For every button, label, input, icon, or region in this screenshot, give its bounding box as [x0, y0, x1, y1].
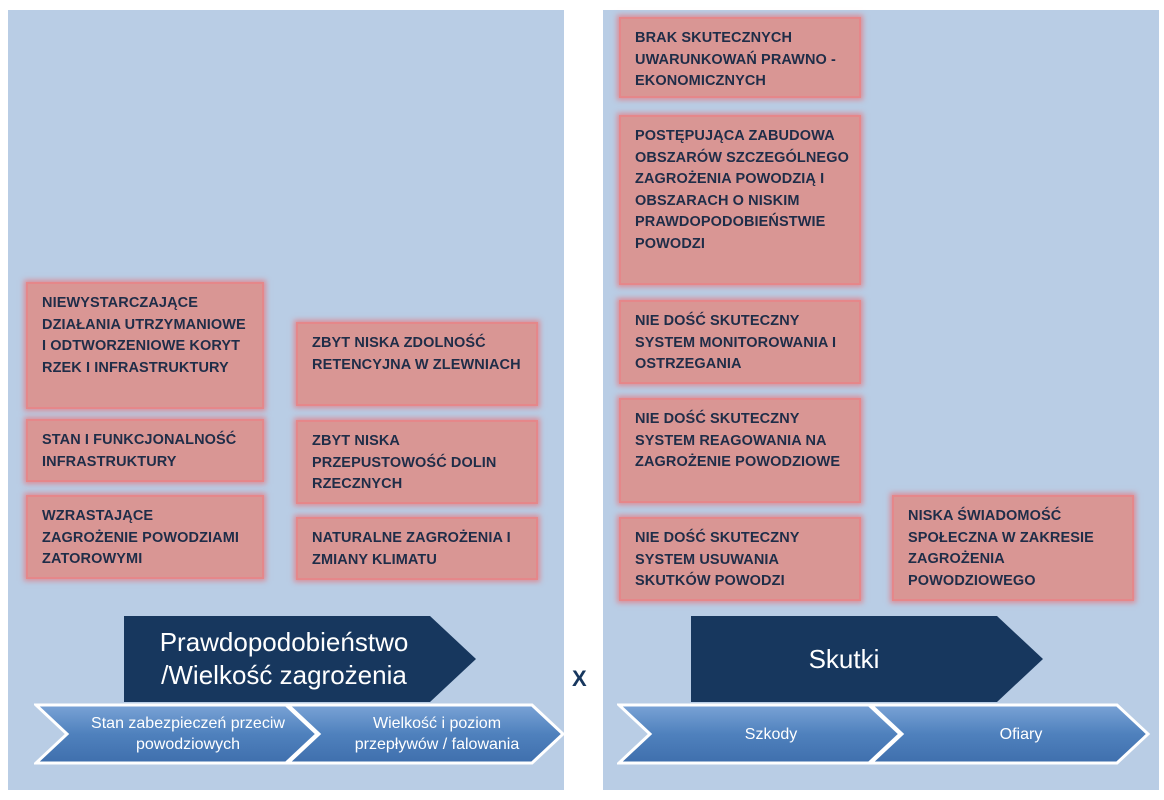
chevron-flood-protection: Stan zabezpieczeń przeciw powodziowych [34, 703, 320, 765]
chevron-flood-protection-label: Stan zabezpieczeń przeciw powodziowych [91, 715, 285, 753]
multiply-operator: X [572, 666, 587, 691]
cause-box-climate: NATURALNE ZAGROŻENIA I ZMIANY KLIMATU [296, 517, 538, 580]
chevron-damages-label: Szkody [744, 725, 798, 743]
chevron-shape [286, 703, 566, 765]
cause-box-valley-capacity: ZBYT NISKA PRZEPUSTOWOŚĆ DOLIN RZECZNYCH [296, 420, 538, 504]
cause-box-infrastructure: STAN I FUNKCJONALNOŚĆ INFRASTRUKTURY [26, 419, 264, 482]
probability-header-line2: /Wielkość zagrożenia [161, 660, 407, 690]
consequences-header-label: Skutki [808, 643, 880, 674]
cause-box-development: POSTĘPUJĄCA ZABUDOWA OBSZARÓW SZCZEGÓLNE… [619, 115, 861, 285]
chevron-flow-levels-label: Wielkość i poziom przepływów / falowania [354, 715, 520, 753]
cause-box-maintenance: NIEWYSTARCZAJĄCE DZIAŁANIA UTRZYMANIOWE … [26, 282, 264, 409]
chevron-victims-label: Ofiary [999, 725, 1043, 743]
cause-box-retention: ZBYT NISKA ZDOLNOŚĆ RETENCYJNA W ZLEWNIA… [296, 322, 538, 406]
chevron-flow-levels: Wielkość i poziom przepływów / falowania [286, 703, 566, 765]
cause-box-response: NIE DOŚĆ SKUTECZNY SYSTEM REAGOWANIA NA … [619, 398, 861, 503]
cause-box-recovery: NIE DOŚĆ SKUTECZNY SYSTEM USUWANIA SKUTK… [619, 517, 861, 601]
chevron-victims: Ofiary [869, 703, 1151, 765]
cause-box-legal-economic: BRAK SKUTECZNYCH UWARUNKOWAŃ PRAWNO - EK… [619, 17, 861, 98]
consequences-header-arrow: Skutki [691, 616, 1043, 702]
cause-box-awareness: NISKA ŚWIADOMOŚĆ SPOŁECZNA W ZAKRESIE ZA… [892, 495, 1134, 601]
chevron-shape [869, 703, 1151, 765]
chevron-damages: Szkody [617, 703, 903, 765]
cause-box-ice-jam-floods: WZRASTAJĄCE ZAGROŻENIE POWODZIAMI ZATORO… [26, 495, 264, 579]
cause-box-monitoring: NIE DOŚĆ SKUTECZNY SYSTEM MONITOROWANIA … [619, 300, 861, 384]
probability-header-arrow: Prawdopodobieństwo /Wielkość zagrożenia [124, 616, 476, 702]
probability-header-line1: Prawdopodobieństwo [159, 627, 409, 657]
